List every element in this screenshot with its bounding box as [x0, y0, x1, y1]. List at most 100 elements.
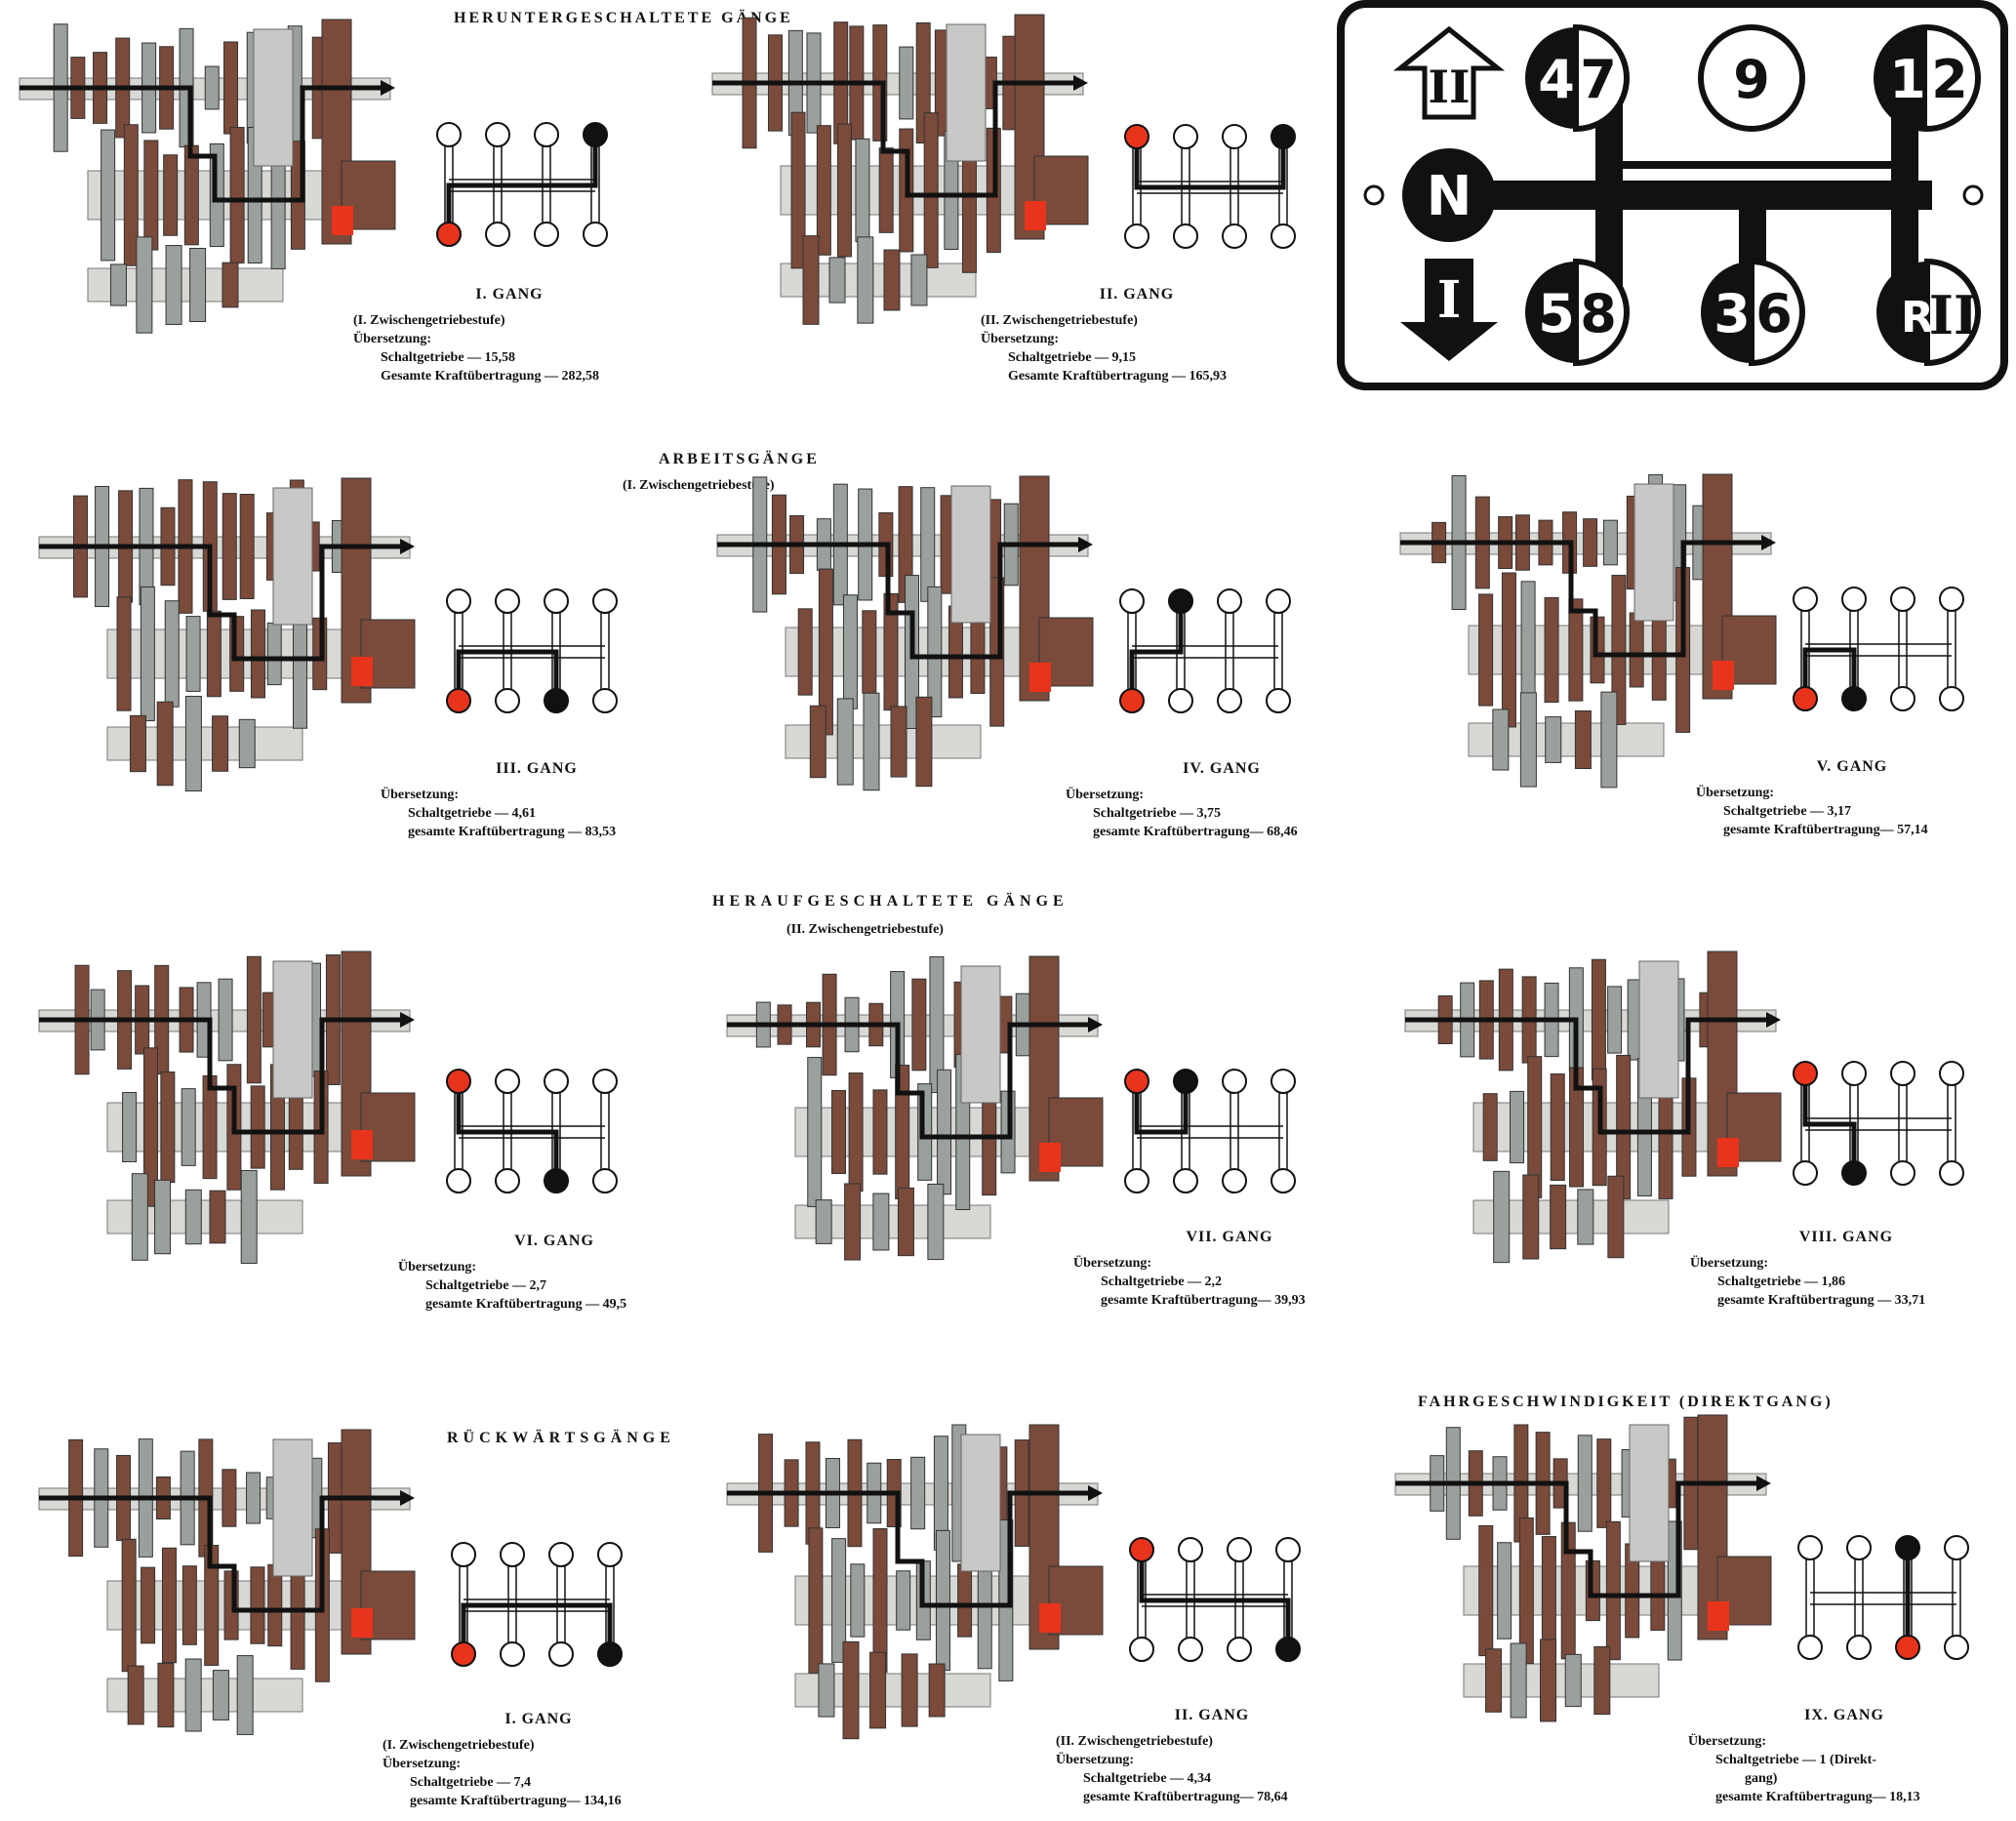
gang-total-ratio: gesamte Kraftübertragung— 134,16 [410, 1794, 622, 1808]
gang-total-ratio: gesamte Kraftübertragung — 33,71 [1717, 1293, 1926, 1308]
gear-train-g7 [726, 955, 1104, 1261]
shift-label-i: I [1437, 270, 1461, 330]
gang-box-ratio: Schaltgetriebe — 2,2 [1101, 1275, 1223, 1289]
shift-pattern-g9 [1797, 1535, 1969, 1660]
section-title-up: HERAUFGESCHALTETE GÄNGE [712, 893, 1068, 910]
gang-title: VI. GANG [514, 1233, 594, 1249]
gang-box-ratio: Schaltgetriebe — 7,4 [410, 1775, 532, 1790]
gear-train-g1 [19, 19, 396, 334]
shift-pattern-g2 [1124, 124, 1296, 249]
shift-label-ii: II [1929, 284, 1979, 346]
gang-ratio-label: Übersetzung: [1690, 1256, 1769, 1271]
gang-text-g1: I. GANG (I. Zwischengetriebestufe) Übers… [353, 285, 665, 385]
gang-text-g4: IV. GANG Übersetzung: Schaltgetriebe — 3… [1066, 759, 1378, 841]
gang-ratio-label: Übersetzung: [981, 332, 1060, 346]
section-title-down: HERUNTERGESCHALTETE GÄNGE [454, 10, 793, 26]
gang-title: I. GANG [504, 1711, 573, 1727]
gang-box-ratio: Schaltgetriebe — 2,7 [425, 1278, 547, 1293]
shift-label-1: 1 [1889, 49, 1926, 110]
shift-pattern-g8 [1793, 1061, 1964, 1186]
gear-train-g8 [1404, 951, 1782, 1264]
gear-train-g9 [1394, 1414, 1772, 1722]
gang-title: IX. GANG [1804, 1707, 1884, 1723]
gang-ratio-label: Übersetzung: [381, 788, 460, 802]
shift-pattern-g6 [446, 1069, 618, 1194]
gang-total-ratio: gesamte Kraftübertragung— 39,93 [1101, 1293, 1306, 1308]
shift-label-arrow-ii: II [1428, 61, 1470, 113]
gang-title: V. GANG [1816, 758, 1888, 775]
gang-ratio-label: Übersetzung: [1066, 788, 1145, 802]
shift-label-4: 4 [1538, 49, 1575, 110]
gang-total-ratio: gesamte Kraftübertragung — 49,5 [425, 1297, 627, 1312]
section-title-direct: FAHRGESCHWINDIGKEIT (DIREKTGANG) [1418, 1394, 1834, 1410]
gang-stage: (I. Zwischengetriebestufe) [353, 313, 505, 328]
gang-box-ratio: Schaltgetriebe — 15,58 [381, 350, 516, 365]
gang-text-r1: I. GANG (I. Zwischengetriebestufe) Übers… [383, 1710, 695, 1810]
gang-ratio-label: Übersetzung: [1696, 786, 1775, 800]
shift-label-6: 6 [1755, 283, 1793, 344]
gang-title: IV. GANG [1183, 760, 1261, 777]
gang-total-ratio: gesamte Kraftübertragung— 18,13 [1715, 1790, 1920, 1804]
section-title-work: ARBEITSGÄNGE [659, 451, 820, 467]
gang-total-ratio: gesamte Kraftübertragung— 68,46 [1093, 825, 1298, 839]
shift-label-5: 5 [1538, 283, 1575, 344]
gang-ratio-label: Übersetzung: [353, 332, 432, 346]
gang-box-ratio: Schaltgetriebe — 3,75 [1093, 806, 1222, 821]
gear-train-r1 [38, 1429, 416, 1735]
gang-text-g5: V. GANG Übersetzung: Schaltgetriebe — 3,… [1696, 757, 2008, 839]
gang-text-g8: VIII. GANG Übersetzung: Schaltgetriebe —… [1690, 1228, 2002, 1310]
gang-ratio-label: Übersetzung: [1073, 1256, 1152, 1271]
gear-train-g4 [716, 475, 1094, 791]
shift-label-8: 8 [1580, 283, 1617, 344]
gear-train-g2 [711, 14, 1089, 325]
gang-text-g9: IX. GANG Übersetzung: Schaltgetriebe — 1… [1688, 1706, 2000, 1806]
gang-box-ratio: Schaltgetriebe — 3,17 [1723, 804, 1852, 819]
gang-stage: (II. Zwischengetriebestufe) [1056, 1734, 1213, 1749]
gang-title: VII. GANG [1186, 1229, 1273, 1245]
gang-box-ratio-cont: gang) [1745, 1771, 1778, 1786]
shift-pattern-g1 [436, 122, 608, 247]
gang-text-g2: II. GANG (II. Zwischengetriebestufe) Übe… [981, 285, 1293, 385]
gang-box-ratio: Schaltgetriebe — 9,15 [1008, 350, 1137, 365]
shift-pattern-g4 [1119, 588, 1291, 713]
gang-total-ratio: gesamte Kraftübertragung— 78,64 [1083, 1790, 1288, 1804]
gang-total-ratio: gesamte Kraftübertragung — 83,53 [408, 825, 617, 839]
gang-ratio-label: Übersetzung: [398, 1260, 477, 1275]
gang-total-ratio: Gesamte Kraftübertragung — 165,93 [1008, 369, 1227, 384]
gang-title: II. GANG [1174, 1707, 1250, 1723]
gear-train-g6 [38, 951, 416, 1265]
gang-text-r2: II. GANG (II. Zwischengetriebestufe) Übe… [1056, 1706, 1368, 1806]
gang-title: I. GANG [475, 286, 544, 303]
gear-train-r2 [726, 1424, 1104, 1740]
shift-label-n: N [1427, 165, 1472, 228]
gang-text-g3: III. GANG Übersetzung: Schaltgetriebe — … [381, 759, 693, 841]
gang-title: III. GANG [496, 760, 578, 777]
gang-ratio-label: Übersetzung: [1688, 1734, 1767, 1749]
section-subtitle-up: (II. Zwischengetriebestufe) [786, 922, 944, 937]
gang-stage: (II. Zwischengetriebestufe) [981, 313, 1138, 328]
shift-label-9: 9 [1733, 49, 1770, 110]
gear-train-g5 [1399, 473, 1777, 789]
gang-ratio-label: Übersetzung: [383, 1757, 462, 1771]
shift-pattern-r2 [1129, 1537, 1301, 1662]
gang-title: II. GANG [1099, 286, 1175, 303]
shift-label-2: 2 [1931, 49, 1968, 110]
shift-pattern-g3 [446, 588, 618, 713]
gang-box-ratio: Schaltgetriebe — 1,86 [1717, 1275, 1846, 1289]
gang-stage: (I. Zwischengetriebestufe) [383, 1738, 535, 1753]
gang-total-ratio: gesamte Kraftübertragung— 57,14 [1723, 823, 1928, 837]
gang-total-ratio: Gesamte Kraftübertragung — 282,58 [381, 369, 599, 384]
gang-box-ratio: Schaltgetriebe — 1 (Direkt- [1715, 1753, 1876, 1767]
gang-title: VIII. GANG [1798, 1229, 1894, 1245]
gang-text-g6: VI. GANG Übersetzung: Schaltgetriebe — 2… [398, 1232, 710, 1314]
gang-box-ratio: Schaltgetriebe — 4,34 [1083, 1771, 1212, 1786]
section-subtitle-work: (I. Zwischengetriebestufe) [623, 478, 775, 493]
shift-label-7: 7 [1580, 49, 1617, 110]
shift-plate-diagram: 4 7 9 1 2 N 5 8 3 6 R II II I [1337, 0, 2008, 390]
gang-text-g7: VII. GANG Übersetzung: Schaltgetriebe — … [1073, 1228, 1386, 1310]
shift-label-r: R [1901, 293, 1934, 343]
gang-ratio-label: Übersetzung: [1056, 1753, 1135, 1767]
shift-pattern-g5 [1793, 587, 1964, 711]
shift-pattern-g7 [1124, 1069, 1296, 1194]
section-title-reverse: RÜCKWÄRTSGÄNGE [447, 1430, 675, 1446]
